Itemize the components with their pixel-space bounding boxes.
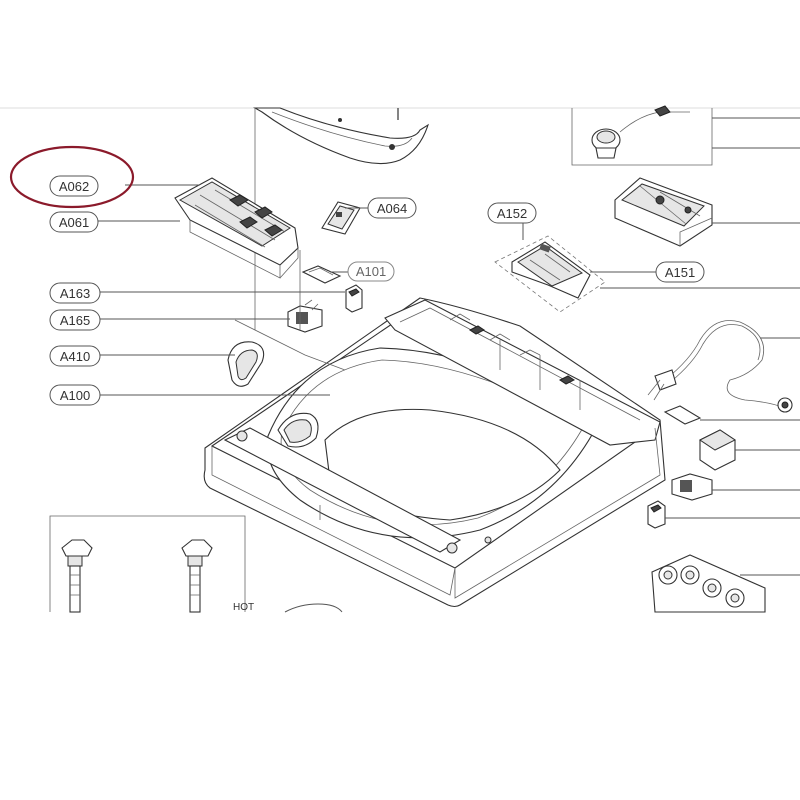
- label-a163[interactable]: A163: [49, 282, 101, 304]
- a165-switch-part: [287, 299, 323, 333]
- svg-text:A101: A101: [356, 264, 386, 279]
- svg-text:A410: A410: [60, 349, 90, 364]
- label-a100[interactable]: A100: [49, 384, 101, 406]
- right-block-part: [647, 500, 800, 529]
- inlet-hose-frame: [49, 515, 246, 613]
- svg-text:A163: A163: [60, 286, 90, 301]
- label-a151[interactable]: A151: [655, 261, 705, 283]
- dispenser-box-part: [614, 177, 713, 247]
- right-sensor-part: [671, 473, 800, 501]
- svg-text:A062: A062: [59, 179, 89, 194]
- label-a410[interactable]: A410: [49, 345, 101, 367]
- assembly-guide-line: [234, 319, 346, 371]
- detergent-drawer-part: [494, 235, 606, 313]
- right-capacitor-part: [699, 429, 800, 471]
- a410-gasket-part: [227, 341, 265, 387]
- highlight-ellipse: [9, 145, 135, 209]
- right-clip-part: [663, 405, 800, 425]
- a101-clip-part: [301, 265, 342, 284]
- a163-block-part: [345, 284, 363, 313]
- partial-label-bubble: [284, 603, 343, 613]
- a064-bracket-part: [321, 201, 361, 235]
- svg-text:A165: A165: [60, 313, 90, 328]
- power-cord-part: [647, 320, 800, 413]
- blank-area: [0, 612, 800, 800]
- main-top-cover-part: [203, 297, 666, 608]
- hot-label: HOT: [233, 602, 254, 613]
- label-a101[interactable]: A101: [347, 261, 395, 282]
- svg-text:A061: A061: [59, 215, 89, 230]
- svg-text:A064: A064: [377, 201, 407, 216]
- label-a152[interactable]: A152: [487, 202, 537, 224]
- svg-text:A152: A152: [497, 206, 527, 221]
- label-a061[interactable]: A061: [49, 211, 99, 233]
- svg-text:A100: A100: [60, 388, 90, 403]
- inlet-valve-part: [651, 554, 800, 613]
- label-a064[interactable]: A064: [367, 197, 417, 219]
- top-right-valve-frame: [571, 105, 800, 166]
- svg-text:A151: A151: [665, 265, 695, 280]
- label-a062[interactable]: A062: [49, 175, 99, 197]
- label-a165[interactable]: A165: [49, 309, 101, 331]
- pcb-assembly-part: [174, 177, 299, 279]
